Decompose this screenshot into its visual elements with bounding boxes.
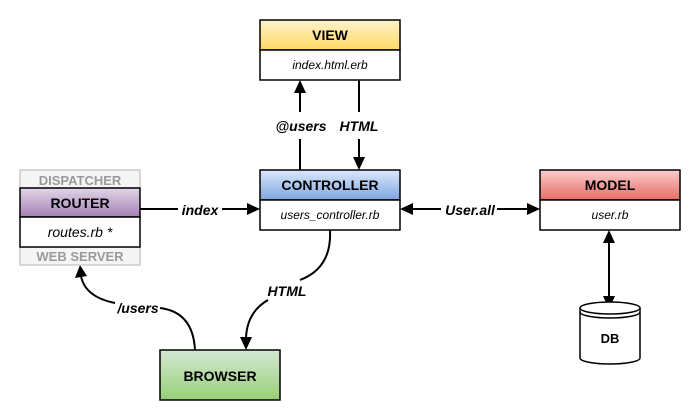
edge-user-all [400, 203, 540, 215]
edge-users-request [75, 265, 196, 351]
model-title: MODEL [585, 177, 636, 193]
arrowhead-right-icon [247, 203, 260, 215]
edge-controller-html-curve-upper [299, 229, 332, 281]
arrowhead-right-icon [527, 203, 540, 215]
edge-users-request-curve-right [159, 307, 196, 351]
database-icon [579, 301, 641, 365]
model-body-box [539, 199, 681, 231]
edge-users-request-curve-left [80, 275, 116, 304]
label-controller-html: HTML [268, 283, 307, 299]
label-users-var: @users [275, 118, 326, 134]
router-stack: DISPATCHER WEB SERVER ROUTER routes.rb * [19, 169, 141, 266]
db-node: DB [579, 301, 641, 365]
arrowhead-down-icon [353, 157, 365, 170]
view-header-box [259, 19, 401, 51]
arrowhead-left-icon [400, 203, 413, 215]
arrowhead-down-icon [240, 337, 252, 350]
arrowhead-up-icon [603, 230, 615, 243]
web-server-label: WEB SERVER [36, 249, 124, 264]
router-file: routes.rb * [48, 224, 113, 240]
browser-node: BROWSER [159, 349, 281, 401]
controller-title: CONTROLLER [281, 177, 378, 193]
edge-html-to-browser [240, 229, 332, 350]
edge-users-to-view [294, 80, 306, 170]
controller-file: users_controller.rb [281, 208, 380, 222]
arrowhead-up-icon [75, 265, 87, 278]
view-node: VIEW index.html.erb [259, 19, 401, 81]
edge-model-db [603, 230, 615, 309]
edge-controller-html-curve-lower [245, 299, 269, 339]
edge-labels: @users HTML index User.all HTML /users [116, 118, 496, 316]
router-body-box [19, 216, 141, 248]
controller-body-box [259, 199, 401, 231]
edges [75, 80, 615, 351]
label-view-html: HTML [340, 118, 379, 134]
view-body-box [259, 49, 401, 81]
controller-node: CONTROLLER users_controller.rb [259, 169, 401, 231]
edge-html-to-controller [353, 80, 365, 170]
model-node: MODEL user.rb [539, 169, 681, 231]
label-user-all: User.all [445, 202, 496, 218]
dispatcher-label: DISPATCHER [39, 173, 122, 188]
model-file: user.rb [592, 208, 629, 222]
browser-title: BROWSER [183, 368, 256, 384]
label-index: index [182, 202, 220, 218]
edge-index [140, 203, 260, 215]
browser-box [159, 349, 281, 401]
router-title: ROUTER [50, 195, 109, 211]
db-title: DB [601, 331, 620, 346]
label-users-path: /users [116, 300, 158, 316]
view-title: VIEW [312, 27, 349, 43]
view-file: index.html.erb [292, 58, 368, 72]
arrowhead-up-icon [294, 80, 306, 93]
